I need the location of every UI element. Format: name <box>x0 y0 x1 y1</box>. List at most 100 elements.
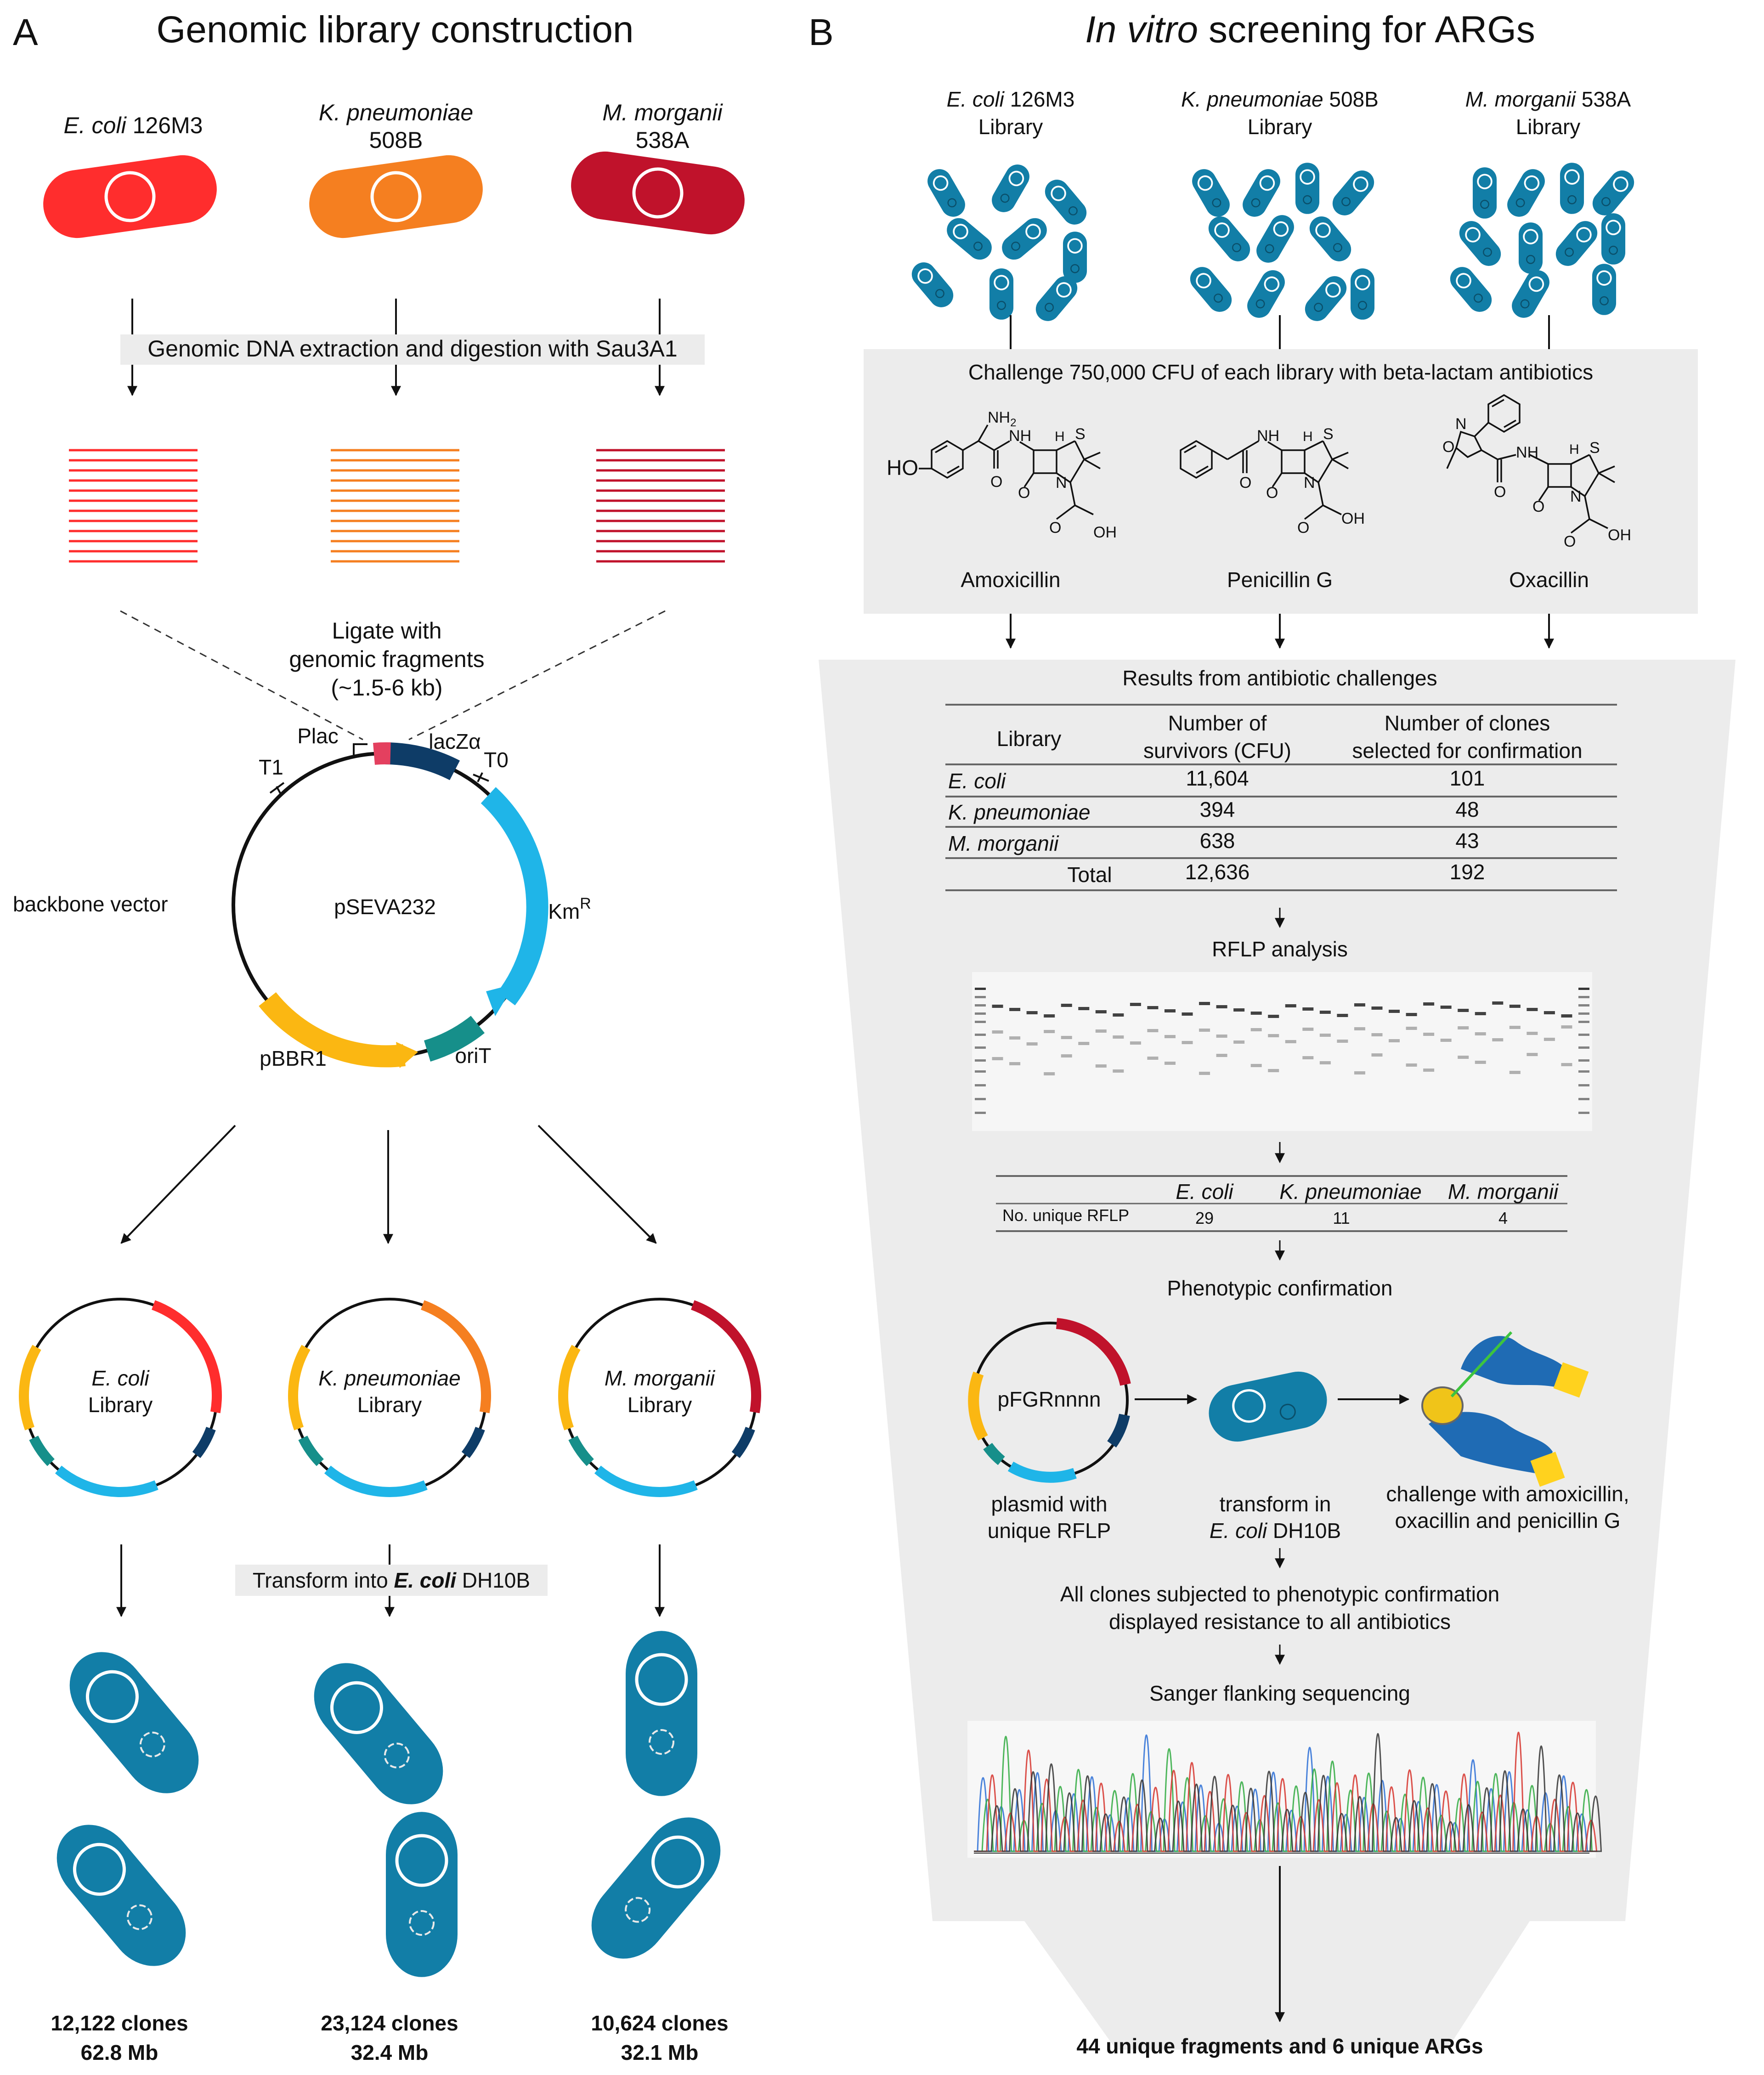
cell-plasmid <box>1000 193 1010 203</box>
library-cell <box>911 262 954 307</box>
oxa-n: N <box>1455 415 1467 433</box>
pen-n: N <box>1304 474 1315 492</box>
gel-band <box>1009 1008 1021 1011</box>
panel-b-letter: B <box>808 11 834 53</box>
cell-nucleoid <box>1528 276 1544 292</box>
panel-b: B In vitro screening for ARGs E. coli 12… <box>808 9 1736 2058</box>
gel-band <box>1578 1084 1589 1086</box>
cell-plasmid <box>1214 294 1223 303</box>
gel-band <box>1371 1033 1383 1036</box>
library-cell <box>1450 267 1492 312</box>
cell-body <box>1247 270 1285 318</box>
cell-body <box>1256 215 1294 263</box>
library-cell <box>1243 169 1280 217</box>
transform-label: Transform into E. coli DH10B <box>253 1568 530 1592</box>
antibiotic-penicillin-g: Penicillin G <box>1227 568 1333 592</box>
challenge-box <box>864 349 1698 614</box>
gel-band <box>1578 1034 1589 1036</box>
td-sel-ecoli: 101 <box>1450 766 1485 790</box>
library-cell <box>1555 221 1598 266</box>
cell-nucleoid <box>1456 273 1471 288</box>
library-cell <box>1063 232 1087 283</box>
cell-body <box>947 218 992 260</box>
gel-band <box>1492 1001 1504 1005</box>
th-survivors-2: survivors (CFU) <box>1143 739 1291 763</box>
plac-label: Plac <box>297 724 338 748</box>
gel-band <box>1233 1040 1245 1044</box>
td-sel-mmorganii: 43 <box>1455 829 1479 853</box>
gel-band <box>1302 1056 1314 1059</box>
cell-body <box>927 169 965 217</box>
gel-band <box>1578 1012 1589 1015</box>
gel-band <box>1164 1062 1176 1065</box>
gel-band <box>1458 1026 1469 1029</box>
b-lib-mmorganii-line2: Library <box>1516 115 1581 139</box>
cell-nucleoid <box>1197 175 1213 191</box>
gel-band <box>1423 1069 1435 1072</box>
library-cell <box>1190 267 1232 312</box>
library-labels: E. coli Library K. pneumoniae Library M.… <box>88 1366 716 1417</box>
amox-nh: NH <box>1009 427 1031 445</box>
td-surv-kpneumoniae: 394 <box>1200 797 1235 821</box>
amoxicillin-atoms: HO NH2 O NH H S N O O OH <box>887 409 1117 541</box>
cell-plasmid <box>1526 254 1535 264</box>
gel-band <box>1458 1009 1469 1012</box>
gel-band <box>975 1012 986 1015</box>
lacz-label: lacZα <box>429 729 481 753</box>
cell-nucleoid <box>73 1843 126 1896</box>
cell-plasmid <box>384 1742 410 1769</box>
gel-band <box>1578 996 1589 998</box>
cell-nucleoid <box>933 175 949 191</box>
challenge-caption-2: oxacillin and penicillin G <box>1395 1509 1621 1532</box>
library-cell <box>1507 169 1545 217</box>
transformed-cell <box>626 1631 697 1796</box>
cell-body <box>1592 170 1634 215</box>
transform-cell <box>1209 1371 1327 1442</box>
gel-band <box>1250 1064 1262 1067</box>
library-cell <box>1592 264 1617 315</box>
library-insert-arc <box>421 1300 491 1413</box>
gel-band <box>975 1098 986 1100</box>
library-cell <box>947 218 992 260</box>
cell-body <box>1507 169 1545 217</box>
library-cell <box>1518 222 1543 274</box>
kpneumoniae-cell <box>309 155 483 238</box>
cell-body <box>1459 221 1501 266</box>
cell-plasmid <box>625 1897 651 1923</box>
gel-band <box>1578 1059 1589 1062</box>
transformed-cell <box>314 1663 443 1804</box>
cell-body <box>1190 267 1232 312</box>
cell-plasmid <box>1045 303 1054 312</box>
transformed-cell <box>57 1825 186 1966</box>
gel-band <box>1095 1010 1107 1013</box>
gel-band <box>1319 1011 1331 1014</box>
rflp-col-mmorganii: M. morganii <box>1448 1180 1559 1204</box>
pen-o3: O <box>1297 519 1309 537</box>
gel-band <box>1044 1030 1055 1033</box>
cell-plasmid <box>1341 197 1351 206</box>
library-lacz-arc <box>731 1426 755 1459</box>
transformed-cells <box>57 1631 721 1977</box>
cell-plasmid <box>1232 243 1241 252</box>
gel-band <box>975 1084 986 1086</box>
strain-mmorganii-id: 538A <box>636 127 690 153</box>
cell-plasmid <box>1520 299 1530 309</box>
cell-nucleoid <box>1067 238 1083 254</box>
strain-mmorganii-species: M. morganii <box>602 100 723 125</box>
gel-band <box>1492 1038 1504 1041</box>
gel-band <box>1578 1112 1589 1114</box>
oxa-h: H <box>1569 442 1579 457</box>
cell-nucleoid <box>1056 282 1072 298</box>
gel-band <box>992 1057 1003 1060</box>
gel-band <box>1113 1035 1124 1039</box>
th-library: Library <box>997 727 1062 751</box>
library-insert-arc <box>152 1300 222 1413</box>
cell-body <box>1309 216 1351 261</box>
gel-band <box>1147 1029 1159 1032</box>
cell-plasmid <box>973 242 983 251</box>
ligate-line3: (~1.5-6 kb) <box>331 675 442 701</box>
gel-band <box>1044 1072 1055 1075</box>
cell-plasmid <box>1255 299 1265 309</box>
cell-body <box>314 1663 443 1804</box>
cell-body <box>1192 169 1230 217</box>
